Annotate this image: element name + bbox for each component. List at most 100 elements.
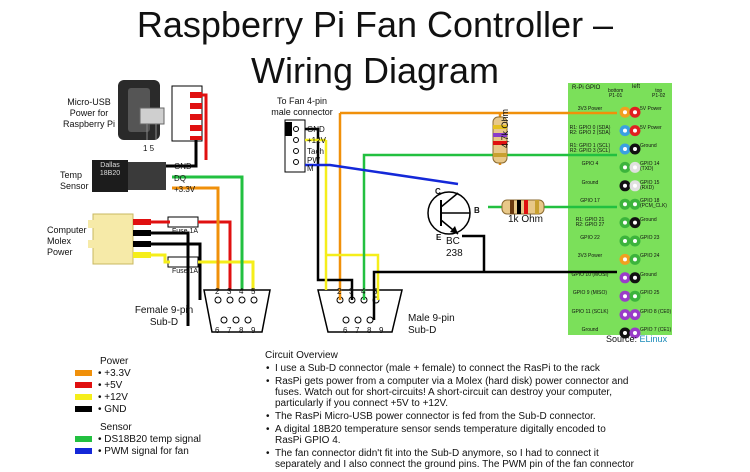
male-subd-pin-4: 4	[361, 287, 366, 296]
female-subd-pin-3: 3	[227, 287, 232, 296]
female-subd-label: Female 9-pin Sub-D	[134, 305, 194, 328]
right-wires	[305, 111, 617, 320]
sensor-pin-gnd: GND	[174, 162, 192, 171]
sensor-chip-label: Dallas 18B20	[99, 162, 121, 177]
gpio-pin-hole	[623, 239, 627, 243]
female-subd-pin-4: 4	[239, 287, 244, 296]
gpio-pin-hole	[633, 220, 637, 225]
legend-swatch	[75, 406, 92, 413]
transistor-pin-b: B	[474, 206, 480, 215]
gpio-pin-hole	[623, 331, 627, 335]
gpio-pin-hole	[633, 183, 637, 188]
source-label: Source:	[606, 334, 638, 344]
gpio-pin-hole	[633, 257, 637, 262]
gpio-right-pin-label: GPIO 24	[640, 253, 660, 260]
gpio-pin-hole	[633, 239, 637, 243]
legend-item-pwm-signal: • PWM signal for fan	[75, 446, 201, 458]
legend: Power • +3.3V • +5V • +12V • GND Sensor …	[75, 356, 201, 458]
gpio-left-pin-label: 3V3 Power	[577, 106, 603, 113]
sensor-pin-dq: DQ	[174, 174, 186, 183]
diagram-title-line2: Wiring Diagram	[250, 50, 500, 91]
legend-power-title: Power	[100, 356, 129, 367]
micro-usb-connector	[118, 80, 165, 140]
male-subd-label: Male 9-pin Sub-D	[408, 313, 455, 336]
gpio-pin-hole	[633, 331, 637, 335]
gpio-right-pin-label: Ground	[640, 271, 657, 278]
gpio-col-bottom: bottom P1-01	[608, 88, 624, 99]
legend-swatch	[75, 382, 92, 389]
fan-pin-pwm: PW M	[307, 156, 320, 173]
male-subd-pin-2: 2	[337, 287, 342, 296]
female-subd-connector	[203, 289, 271, 333]
legend-item-5v: • +5V	[75, 380, 201, 392]
male-subd-pin-3: 3	[349, 287, 354, 296]
gpio-right-pin-label: Ground	[640, 143, 657, 149]
female-subd-pin-6: 6	[215, 326, 220, 335]
legend-swatch	[75, 436, 92, 443]
sensor-pin-3v3: +3.3V	[174, 185, 196, 194]
gpio-right-pin-label: GPIO 23	[640, 235, 660, 241]
male-subd-pin-8: 8	[367, 326, 372, 335]
transistor-pin-e: E	[436, 233, 442, 242]
gpio-panel	[568, 83, 672, 335]
gpio-left-pin-label: Ground	[581, 179, 599, 186]
gpio-right-pin-label: 5V Power	[640, 106, 662, 113]
overview-item: The fan connector didn't fit into the Su…	[266, 448, 635, 470]
gpio-right-pin-label: GPIO 8 (CE0)	[640, 308, 672, 315]
legend-swatch	[75, 370, 92, 377]
gpio-left-pin-label: GPIO 10 (MOSI)	[571, 271, 609, 278]
fan-pin-12v: +12V	[307, 136, 326, 145]
male-subd-connector	[317, 289, 403, 333]
legend-item-gnd: • GND	[75, 404, 201, 416]
female-subd-pin-2: 2	[215, 287, 220, 296]
transistor-label: BC 238	[446, 236, 463, 259]
source-credit: Source: ELinux	[606, 334, 667, 345]
temp-sensor-label: Temp Sensor	[60, 170, 89, 191]
temp-sensor-chip	[92, 160, 166, 192]
gpio-pin-hole	[623, 128, 627, 133]
overview-item: I use a Sub-D connector (male + female) …	[266, 363, 635, 374]
overview-item: The RasPi Micro-USB power connector is f…	[266, 411, 635, 422]
legend-item-temp-signal: • DS18B20 temp signal	[75, 434, 201, 446]
fan-4pin-connector	[284, 119, 306, 173]
female-subd-pin-5: 5	[251, 287, 256, 296]
legend-swatch	[75, 448, 92, 455]
overview-item: A digital 18B20 temperature sensor sends…	[266, 424, 635, 446]
female-subd-pin-7: 7	[227, 326, 232, 335]
gpio-col-top: top P1-02	[652, 88, 666, 99]
gpio-pin-hole	[623, 110, 627, 115]
gpio-pin-hole	[623, 220, 627, 225]
legend-swatch	[75, 394, 92, 401]
resistor-4-7k-label: 4,7k Ohm	[500, 108, 510, 148]
legend-item-3v3: • +3.3V	[75, 368, 201, 380]
male-subd-pin-6: 6	[343, 326, 348, 335]
fan-pin-tach: Tach	[307, 147, 324, 156]
molex-connector	[88, 213, 151, 265]
gpio-right-pin-label: GPIO 18 (PCM_CLK)	[640, 198, 667, 210]
female-subd-pin-8: 8	[239, 326, 244, 335]
gpio-right-pin-label: 5V Power	[640, 124, 662, 131]
gpio-left-pin-label: R1: GPIO 21 R2: GPIO 27	[575, 216, 605, 228]
molex-label: Computer Molex Power	[47, 225, 87, 257]
gpio-left-pin-label: Ground	[581, 327, 599, 333]
transistor-pin-c: C	[435, 187, 441, 196]
overview-item: RasPi gets power from a computer via a M…	[266, 376, 635, 409]
gpio-pin-hole	[623, 312, 627, 317]
gpio-pin-hole	[633, 165, 637, 170]
fan-connector-label: To Fan 4-pin male connector	[271, 96, 333, 117]
micro-usb-label: Micro-USB Power for Raspberry Pi	[62, 97, 116, 129]
gpio-right-pin-label: GPIO 7 (CE1)	[640, 327, 672, 333]
gpio-right-pin-label: GPIO 15 (RXD)	[640, 179, 660, 191]
source-link[interactable]: ELinux	[639, 334, 668, 344]
gpio-pin-hole	[623, 257, 627, 262]
gpio-pin-hole	[633, 312, 637, 317]
resistor-4-7k	[492, 116, 508, 164]
gpio-pin-hole	[623, 165, 627, 170]
gpio-pin-hole	[623, 275, 627, 280]
overview-title: Circuit Overview	[265, 350, 338, 361]
gpio-pin-hole	[623, 147, 627, 151]
resistor-1k-label: 1k Ohm	[508, 214, 544, 225]
legend-item-12v: • +12V	[75, 392, 201, 404]
gpio-left-pin-label: GPIO 9 (MISO)	[572, 290, 608, 297]
gpio-left-pin-label: GPIO 4	[581, 161, 599, 168]
